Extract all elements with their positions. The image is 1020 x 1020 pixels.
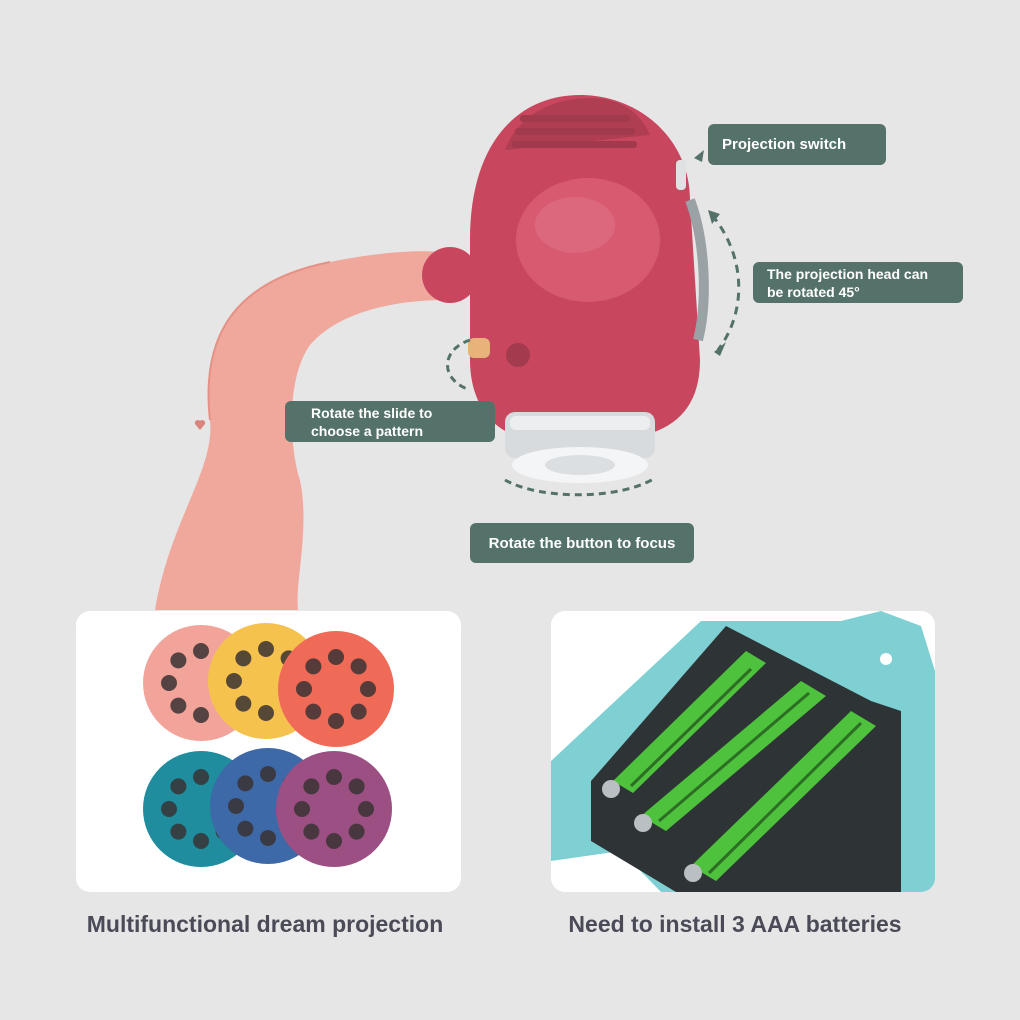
disc-hole (260, 830, 276, 846)
disc-hole (328, 713, 344, 729)
disc-hole (350, 703, 367, 720)
callout-text: The projection head can (767, 265, 929, 282)
disc-hole (326, 833, 342, 849)
disc-hole (348, 778, 365, 795)
disc-hole (296, 681, 312, 697)
disc-hole (170, 778, 187, 795)
callout-text: Rotate the slide to (311, 404, 433, 421)
disc-hole (258, 705, 274, 721)
caption-right: Need to install 3 AAA batteries (568, 910, 902, 937)
disc-hole (170, 697, 187, 714)
callout-text: choose a pattern (311, 422, 424, 439)
disc-hole (303, 778, 320, 795)
disc-hole (348, 823, 365, 840)
pattern-disc (276, 751, 392, 867)
disc-hole (305, 658, 322, 675)
disc-hole (360, 681, 376, 697)
battery (613, 651, 876, 881)
battery-compartment-image (551, 611, 935, 892)
projection-switch (676, 160, 686, 190)
disc-hole (193, 707, 209, 723)
projection-switch-callout: Projection switch (708, 124, 886, 165)
disc-hole (305, 703, 322, 720)
disc-hole (193, 833, 209, 849)
projector-illustration (155, 95, 741, 611)
battery-compartment-panel (551, 611, 935, 892)
focus-ring (505, 412, 655, 483)
pattern-discs-image (143, 623, 394, 867)
caption-left: Multifunctional dream projection (86, 910, 444, 937)
disc-hole (161, 801, 177, 817)
disc-hole (193, 643, 209, 659)
disc-hole (260, 766, 276, 782)
slide-rotation-callout: Rotate the slide to choose a pattern (285, 401, 495, 442)
disc-hole (235, 650, 252, 667)
disc-hole (258, 641, 274, 657)
pattern-slides-panel (76, 611, 461, 892)
pattern-disc (278, 631, 394, 747)
disc-hole (228, 798, 244, 814)
disc-hole (170, 823, 187, 840)
focus-callout: Rotate the button to focus (470, 523, 694, 563)
disc-hole (326, 769, 342, 785)
callout-text: be rotated 45° (767, 283, 860, 300)
callout-text: Projection switch (722, 136, 847, 153)
disc-hole (358, 801, 374, 817)
disc-hole (226, 673, 242, 689)
head-rotation-callout: The projection head can be rotated 45° (753, 262, 963, 303)
disc-hole (237, 820, 254, 837)
heart-icon (194, 420, 206, 430)
callout-text: Rotate the button to focus (488, 534, 676, 552)
disc-hole (350, 658, 367, 675)
disc-hole (328, 649, 344, 665)
disc-hole (303, 823, 320, 840)
disc-hole (161, 675, 177, 691)
disc-hole (193, 769, 209, 785)
disc-hole (170, 652, 187, 669)
projector-head (468, 95, 709, 440)
disc-hole (237, 775, 254, 792)
projector-neck (155, 251, 445, 611)
disc-hole (294, 801, 310, 817)
disc-hole (235, 695, 252, 712)
